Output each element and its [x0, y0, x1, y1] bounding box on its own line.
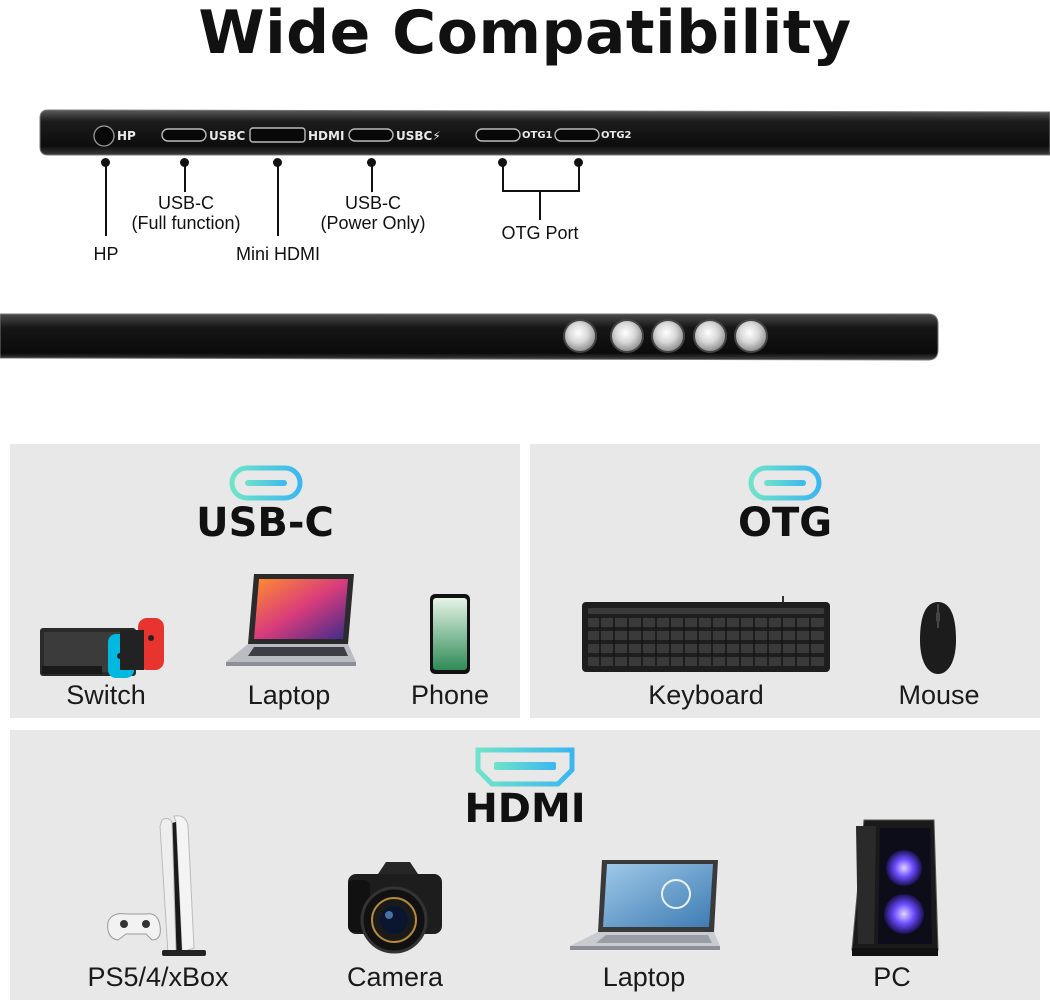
usbc-power-label-line2: (Power Only) — [320, 213, 426, 233]
usbc-connector-dot — [180, 158, 189, 167]
usbc-connector-line — [184, 164, 186, 192]
usbc-power-label: USB-C (Power Only) — [310, 193, 436, 233]
keyboard-icon — [582, 596, 830, 672]
usbc-heading: USB-C — [196, 500, 334, 546]
device-label-keyboard: Keyboard — [648, 680, 764, 710]
otg2-connector-line — [578, 164, 580, 192]
hp-port-text: HP — [117, 129, 136, 143]
control-button-icon — [563, 319, 597, 353]
otg-panel: OTG Keyboard Mouse — [530, 444, 1040, 718]
device-label-laptop-hdmi: Laptop — [602, 962, 686, 992]
hdmi-connector-dot — [273, 158, 282, 167]
usb-c-port-icon — [748, 465, 822, 501]
device-label-laptop-usbc: Laptop — [247, 680, 331, 710]
hdmi-heading: HDMI — [464, 786, 586, 832]
otg2-port-text: OTG2 — [601, 130, 632, 141]
device-label-camera: Camera — [346, 962, 444, 992]
monitor-side-ports — [39, 109, 1050, 156]
otg-port-label: OTG Port — [501, 223, 579, 243]
usbc-full-label-line2: (Full function) — [131, 213, 241, 233]
hp-jack-icon — [93, 125, 115, 147]
page-title: Wide Compatibility — [198, 0, 852, 68]
switch-console-icon — [40, 618, 164, 678]
device-label-ps5: PS5/4/xBox — [87, 962, 229, 992]
hp-connector-dot — [101, 158, 110, 167]
usbc-power-connector-line — [371, 164, 373, 192]
control-button-icon — [734, 319, 768, 353]
usbc-port-text: USBC — [209, 129, 246, 143]
hdmi-connector-line — [277, 164, 279, 236]
hdmi-panel: HDMI PS5/4/xBox Camera Laptop — [10, 730, 1040, 1000]
monitor-side-buttons — [0, 313, 939, 361]
otg1-port-icon — [475, 128, 521, 142]
usbc-full-label: USB-C (Full function) — [120, 193, 252, 233]
ps5-console-icon — [107, 815, 206, 956]
camera-icon — [348, 862, 442, 954]
control-buttons — [563, 319, 768, 353]
control-button-icon — [610, 319, 644, 353]
mini-hdmi-port-icon — [249, 127, 306, 143]
laptop-icon — [570, 860, 720, 950]
phone-icon — [430, 594, 470, 674]
control-button-icon — [651, 319, 685, 353]
usbc-panel: USB-C Switch Laptop Phone — [10, 444, 520, 718]
usbc-power-connector-dot — [367, 158, 376, 167]
device-label-pc: PC — [873, 962, 911, 992]
mouse-icon — [920, 602, 956, 674]
otg-stem-line — [539, 190, 541, 220]
laptop-icon — [226, 574, 356, 666]
otg2-connector-dot — [574, 158, 583, 167]
otg-heading: OTG — [737, 500, 833, 546]
usbc-power-label-line1: USB-C — [344, 193, 401, 213]
hdmi-port-text: HDMI — [308, 129, 345, 143]
usb-c-port-icon — [161, 128, 207, 142]
device-label-mouse: Mouse — [898, 680, 980, 710]
usbc-power-port-text: USBC⚡ — [396, 129, 441, 143]
hdmi-port-icon — [475, 747, 575, 787]
usbc-full-label-line1: USB-C — [157, 193, 214, 213]
mini-hdmi-label: Mini HDMI — [236, 244, 320, 264]
hp-connector-line — [105, 164, 107, 236]
hp-label: HP — [93, 244, 119, 264]
otg1-connector-line — [502, 164, 504, 192]
device-label-phone: Phone — [410, 680, 490, 710]
usb-c-port-icon — [229, 465, 303, 501]
device-label-switch: Switch — [66, 680, 146, 710]
otg2-port-icon — [554, 128, 600, 142]
control-button-icon — [693, 319, 727, 353]
usb-c-power-port-icon — [348, 128, 394, 142]
otg-bracket-line — [502, 190, 580, 192]
otg1-connector-dot — [498, 158, 507, 167]
otg1-port-text: OTG1 — [522, 130, 553, 141]
pc-tower-icon — [851, 819, 939, 956]
